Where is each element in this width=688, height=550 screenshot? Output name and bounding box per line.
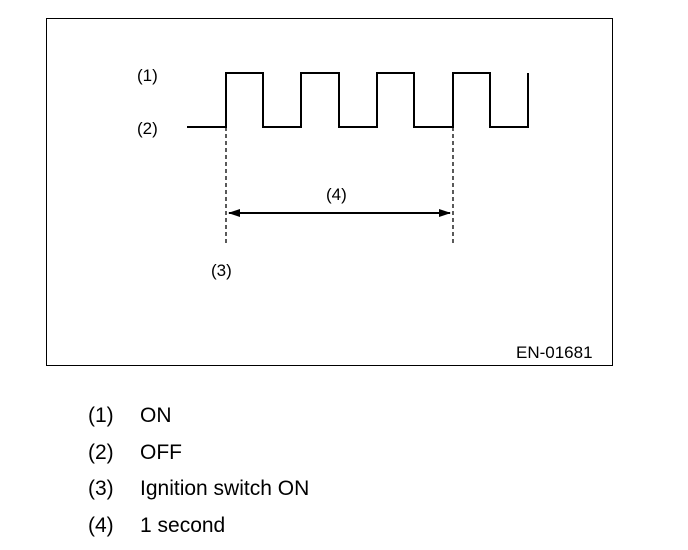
pulse-waveform [187,72,529,128]
legend-item-ignition: (3) Ignition switch ON [88,471,309,508]
figure-code: EN-01681 [516,343,593,362]
legend-number: (3) [88,477,114,501]
off-state-label: (2) [137,119,158,138]
legend-number: (1) [88,404,114,428]
legend-text: Ignition switch ON [140,477,310,501]
on-state-label: (1) [137,66,158,85]
legend-number: (2) [88,440,114,464]
legend-item-on: (1) ON [88,398,309,435]
legend: (1) ON (2) OFF (3) Ignition switch ON (4… [88,398,309,544]
legend-item-off: (2) OFF [88,435,309,472]
legend-text: 1 second [140,513,226,537]
period-label: (4) [326,185,347,204]
diagram-frame [46,18,613,366]
legend-item-period: (4) 1 second [88,508,309,545]
legend-number: (4) [88,513,114,537]
legend-text: ON [140,404,172,428]
ignition-label: (3) [211,261,232,280]
legend-text: OFF [140,440,182,464]
